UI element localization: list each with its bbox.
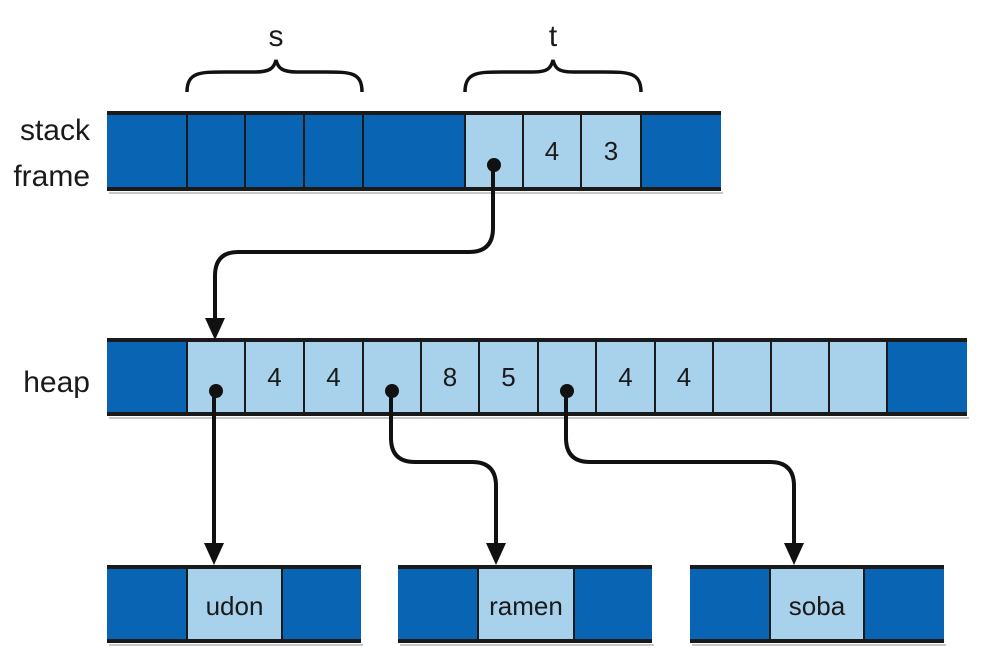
heap-cell-value: 8 bbox=[443, 362, 457, 392]
heap-cell bbox=[107, 340, 187, 414]
arrow-heap-to-ramen bbox=[389, 390, 498, 545]
label-t: t bbox=[549, 20, 558, 53]
string-box-soba: soba bbox=[690, 565, 946, 646]
string-box-ramen: ramen bbox=[398, 565, 654, 646]
brace-t bbox=[463, 59, 643, 93]
stack-frame-cell bbox=[107, 113, 187, 189]
heap-cell-value: 4 bbox=[326, 362, 340, 392]
arrowhead-t-to-heap bbox=[205, 318, 225, 340]
string-box-cell bbox=[864, 567, 944, 641]
arrowhead-udon bbox=[204, 543, 224, 565]
string-box-udon: udon bbox=[107, 565, 363, 646]
heap-cell bbox=[596, 340, 655, 414]
string-box-cell bbox=[398, 567, 478, 641]
stack-frame-cell bbox=[363, 113, 465, 189]
heap-cell bbox=[421, 340, 479, 414]
heap-cell bbox=[829, 340, 887, 414]
stack-frame-cell bbox=[523, 113, 581, 189]
heap-cell-value: 4 bbox=[618, 362, 632, 392]
stack-frame-cell-value: 4 bbox=[545, 136, 559, 166]
stack-frame-cell bbox=[245, 113, 304, 189]
heap-cell-value: 4 bbox=[677, 362, 691, 392]
label-s: s bbox=[269, 20, 284, 53]
brace-s bbox=[185, 59, 364, 93]
string-box-cell bbox=[574, 567, 652, 641]
heap-cell bbox=[713, 340, 771, 414]
label-frame: frame bbox=[13, 160, 90, 193]
string-box-cell bbox=[770, 567, 864, 641]
string-box-cell bbox=[690, 567, 770, 641]
heap-row: 4 4 8 5 4 4 bbox=[107, 338, 969, 419]
string-box-cell bbox=[107, 567, 187, 641]
label-stack: stack bbox=[20, 114, 91, 147]
heap-cell bbox=[771, 340, 829, 414]
string-box-cell bbox=[187, 567, 282, 641]
stack-frame-cell-value: 3 bbox=[604, 136, 618, 166]
string-text: udon bbox=[206, 591, 264, 621]
heap-cell bbox=[479, 340, 538, 414]
heap-cell bbox=[655, 340, 713, 414]
string-box-cell bbox=[282, 567, 361, 641]
arrow-heap-to-soba bbox=[564, 390, 796, 545]
heap-cell-value: 5 bbox=[501, 362, 515, 392]
stack-frame-cell bbox=[187, 113, 245, 189]
stack-frame-cell bbox=[304, 113, 363, 189]
stack-frame-cell bbox=[641, 113, 721, 189]
arrow-t-to-heap bbox=[213, 163, 495, 320]
heap-cell-value: 4 bbox=[267, 362, 281, 392]
heap-cell bbox=[304, 340, 363, 414]
string-text: ramen bbox=[489, 591, 563, 621]
string-text: soba bbox=[789, 591, 846, 621]
stack-frame-cell bbox=[581, 113, 641, 189]
arrowhead-soba bbox=[784, 543, 804, 565]
heap-cell bbox=[245, 340, 304, 414]
string-box-cell bbox=[478, 567, 574, 641]
heap-cell bbox=[887, 340, 967, 414]
label-heap: heap bbox=[23, 366, 90, 399]
arrowhead-ramen bbox=[486, 543, 506, 565]
